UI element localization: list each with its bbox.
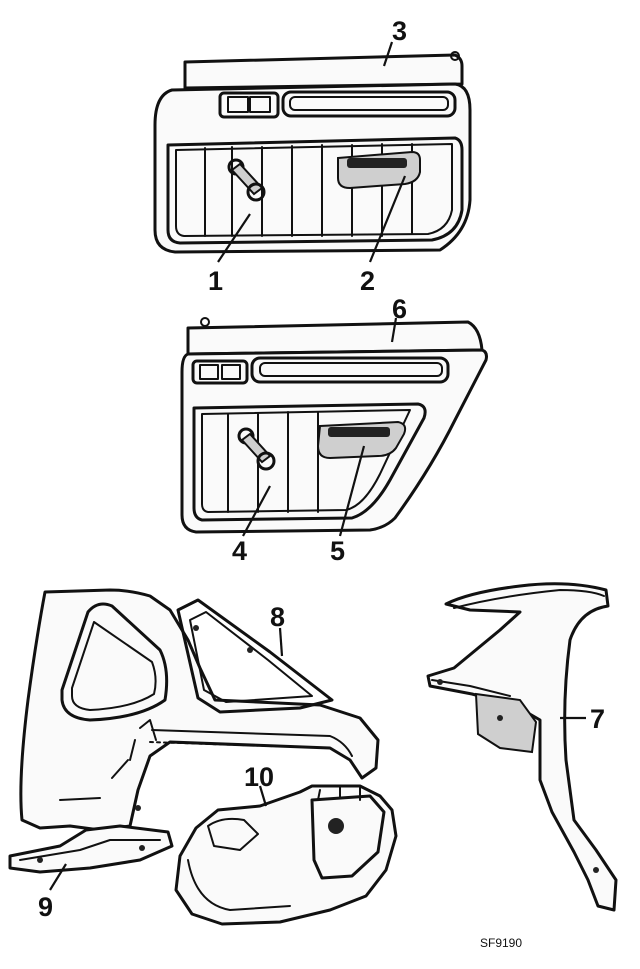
callout-8: 8	[270, 602, 285, 632]
callout-labels: 3 1 2 6 4 5 8 7 10 9	[38, 16, 605, 922]
reference-code: SF9190	[480, 936, 522, 950]
callout-3: 3	[392, 16, 407, 46]
wheelhouse-trim-panel	[174, 784, 398, 926]
callout-7: 7	[590, 704, 605, 734]
pull-cup-handle-front	[337, 150, 421, 190]
callout-9: 9	[38, 892, 53, 922]
rear-door-trim-panel	[180, 317, 488, 534]
callout-6: 6	[392, 294, 407, 324]
leader-lines	[49, 41, 586, 891]
sill-trim-plate	[8, 824, 174, 874]
window-crank-handle-front	[227, 158, 266, 202]
callout-10: 10	[244, 762, 274, 792]
quarter-trim-panel	[19, 588, 380, 832]
pillar-trim-panel	[426, 582, 618, 912]
window-crank-handle-rear	[237, 427, 276, 471]
callout-1: 1	[208, 266, 223, 296]
callout-5: 5	[330, 536, 345, 566]
callout-2: 2	[360, 266, 375, 296]
front-door-trim-panel	[153, 51, 472, 254]
pull-cup-handle-rear	[316, 420, 407, 460]
callout-4: 4	[232, 536, 247, 566]
